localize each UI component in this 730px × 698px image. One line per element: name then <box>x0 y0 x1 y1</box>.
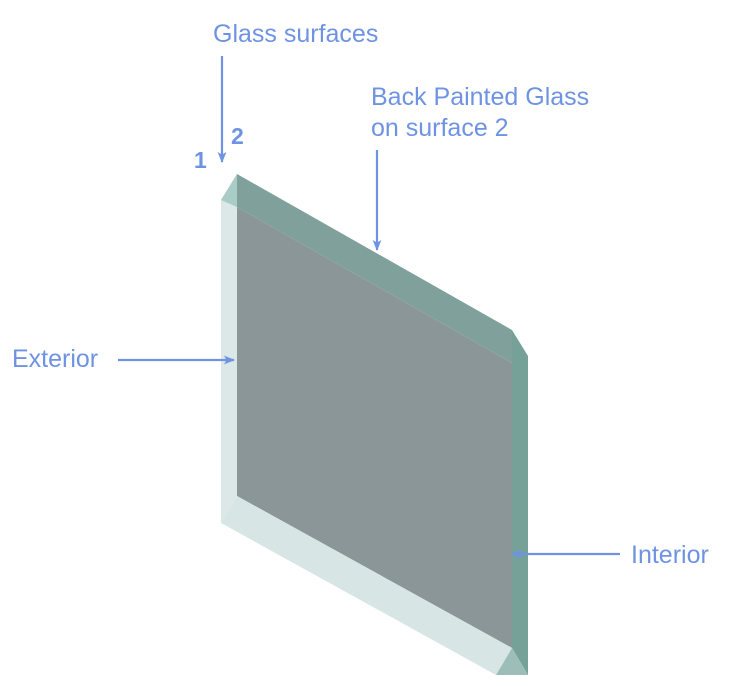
glass-bottom-right-corner-wedge <box>496 648 528 675</box>
glass-front-painted-face <box>237 207 512 648</box>
glass-left-edge-face <box>221 174 237 523</box>
label-interior: Interior <box>631 541 709 569</box>
label-surface-1: 1 <box>194 147 207 173</box>
label-back-painted-glass: Back Painted Glass on surface 2 <box>371 82 589 144</box>
label-back-painted-glass-line1: Back Painted Glass <box>371 83 590 111</box>
glass-right-edge-face <box>512 330 528 675</box>
label-back-painted-glass-line2: on surface 2 <box>371 114 509 142</box>
label-exterior: Exterior <box>12 345 99 373</box>
glass-left-edge-top-sliver <box>221 174 237 207</box>
label-surface-2: 2 <box>231 123 244 149</box>
glass-top-bevel-face <box>237 174 512 363</box>
glass-bottom-edge-face <box>221 496 512 675</box>
label-glass-surfaces: Glass surfaces <box>213 20 379 48</box>
glass-panel <box>221 174 528 675</box>
